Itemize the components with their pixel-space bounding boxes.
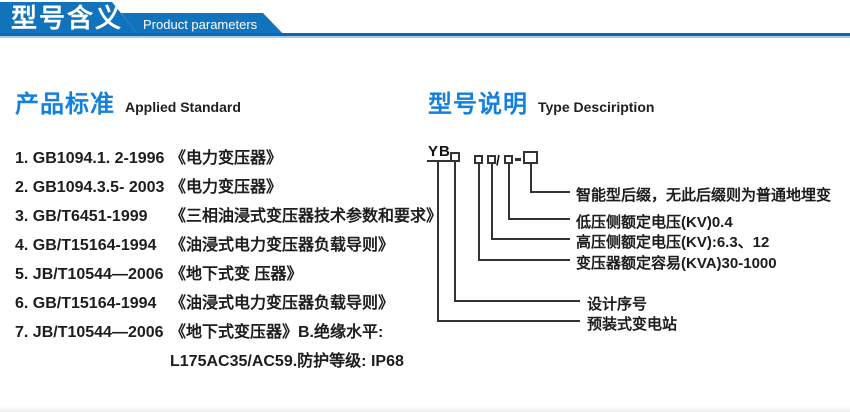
model-code-diagram: YB / 智能型后缀，无此后缀则为普通地埋变 低压侧额定电压(KV)0.4 高压… [420,140,850,355]
type-description-heading-zh: 型号说明 [428,91,528,118]
standard-title: 《电力变压器》 [170,179,283,196]
standard-code: 7. JB/T10544—2006 [15,324,164,341]
standard-item: 3. GB/T6451-1999 《三相油浸式变压器技术参数和要求》 [15,202,442,231]
standard-item: 5. JB/T10544—2006 《地下式变 压器》 [15,260,442,289]
diagram-label-lv-voltage: 低压侧额定电压(KV)0.4 [576,214,733,231]
leader-line [508,218,570,220]
code-placeholder-box [523,151,538,164]
standards-list: 1. GB1094.1. 2-1996 《电力变压器》 2. GB1094.3.5… [15,144,442,376]
standard-title: 《油浸式电力变压器负载导则》 [170,295,395,312]
applied-standard-heading-zh: 产品标准 [15,91,115,118]
applied-standard-heading: 产品标准 Applied Standard [15,84,241,119]
type-description-heading: 型号说明 Type Desciription [428,84,654,119]
leader-line [530,164,532,193]
leader-line [454,300,580,302]
diagram-label-hv-voltage: 高压侧额定电压(KV):6.3、12 [576,234,770,251]
type-description-heading-en: Type Desciription [538,99,655,115]
standard-code: 5. JB/T10544—2006 [15,266,164,283]
standard-item: 1. GB1094.1. 2-1996 《电力变压器》 [15,144,442,173]
leader-line [491,164,493,240]
code-placeholder-box [450,152,460,162]
standard-item: 6. GB/T15164-1994 《油浸式电力变压器负载导则》 [15,289,442,318]
leader-line [437,162,439,322]
leader-line [508,164,510,220]
leader-line [491,238,570,240]
code-dash-separator [515,158,521,161]
diagram-label-smart-suffix: 智能型后缀，无此后缀则为普通地埋变 [576,187,832,204]
standard-title: 《地下式变压器》B.绝缘水平: [170,324,384,341]
code-placeholder-box [474,155,483,164]
standard-title: 《电力变压器》 [170,150,283,167]
diagram-label-prefab-substation: 预装式变电站 [587,316,678,333]
standard-item-continuation: L175AC35/AC59.防护等级: IP68 [170,353,404,370]
applied-standard-heading-en: Applied Standard [125,99,241,115]
diagram-label-design-serial: 设计序号 [587,296,648,313]
standard-code: 2. GB1094.3.5- 2003 [15,179,165,196]
standard-item: 4. GB/T15164-1994 《油浸式电力变压器负载导则》 [15,231,442,260]
code-placeholder-box [487,155,496,164]
standard-code: 6. GB/T15164-1994 [15,295,157,312]
standard-code: 4. GB/T15164-1994 [15,237,157,254]
page-bottom-edge [0,406,850,412]
diagram-label-rated-capacity: 变压器额定容易(KVA)30-1000 [576,255,777,272]
leader-line [437,320,580,322]
leader-line [530,191,570,193]
model-code-prefix: YB [427,143,452,162]
leader-line [478,164,480,261]
standard-item: 7. JB/T10544—2006 《地下式变压器》B.绝缘水平: [15,318,442,347]
standard-title: 《地下式变 压器》 [170,266,303,283]
standard-title: 《油浸式电力变压器负载导则》 [170,237,395,254]
header-divider-bar [0,33,850,38]
leader-line [478,259,570,261]
standard-code: 3. GB/T6451-1999 [15,208,148,225]
leader-line [454,162,456,302]
standard-code: 1. GB1094.1. 2-1996 [15,150,165,167]
code-placeholder-box [504,155,513,164]
standard-title: 《三相油浸式变压器技术参数和要求》 [170,208,443,225]
standard-item: 2. GB1094.3.5- 2003 《电力变压器》 [15,173,442,202]
code-slash-separator: / [496,152,500,168]
